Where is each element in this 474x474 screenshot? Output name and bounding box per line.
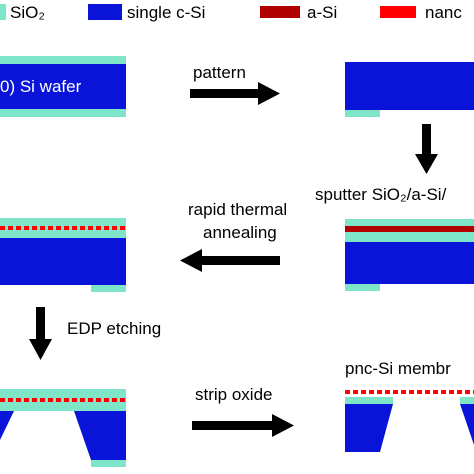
down-arrow-icon [29, 307, 52, 360]
arrow-pattern-group: pattern [190, 63, 280, 105]
sputter-label: sputter SiO₂/a-Si/ [315, 185, 447, 204]
rta-label-line2: annealing [203, 223, 277, 242]
edp-label: EDP etching [67, 319, 161, 338]
right-arrow-icon [190, 82, 280, 105]
step-annealed [0, 218, 126, 292]
annealed-bottom-oxide [91, 285, 126, 292]
left-arrow-icon [180, 249, 280, 272]
sputter-bottom-oxide [345, 284, 380, 291]
step-etched [0, 389, 126, 467]
legend-label-sio2: SiO₂ [10, 3, 45, 22]
membrane-oxide-below-right [460, 397, 474, 404]
annealed-silicon [0, 238, 126, 285]
membrane-right-support [460, 404, 474, 445]
wafer-label: 0) Si wafer [0, 77, 82, 96]
membrane-oxide-below-left [345, 397, 393, 404]
etched-right-support [74, 411, 126, 460]
legend-swatch-nano [380, 6, 416, 18]
legend-swatch-sio2 [0, 4, 6, 20]
sputter-top-oxide [345, 219, 474, 226]
sputter-a-si-layer [345, 226, 474, 232]
annealed-top-oxide [0, 218, 126, 238]
step-patterned [345, 62, 474, 117]
arrow-strip-group: strip oxide [192, 385, 294, 437]
step-sputtered [345, 219, 474, 291]
pattern-label: pattern [193, 63, 246, 82]
legend-label-single-c-si: single c-Si [127, 3, 205, 22]
arrow-rta-group: rapid thermal annealing [180, 200, 287, 272]
legend-label-nano: nanc [425, 3, 462, 22]
legend: SiO₂ single c-Si a-Si nanc [0, 3, 462, 22]
membrane-left-support [345, 404, 393, 452]
etched-left-support [0, 411, 14, 440]
strip-label: strip oxide [195, 385, 272, 404]
patterned-silicon [345, 62, 474, 110]
sputter-silicon [345, 242, 474, 284]
sputter-mid-oxide [345, 232, 474, 242]
legend-swatch-a-si [260, 6, 300, 18]
patterned-bottom-oxide [345, 110, 380, 117]
wafer-silicon [0, 64, 126, 109]
membrane-label: pnc-Si membr [345, 359, 451, 378]
wafer-bottom-oxide [0, 109, 126, 117]
down-arrow-icon [415, 124, 438, 174]
etched-bottom-oxide [91, 460, 126, 467]
rta-label-line1: rapid thermal [188, 200, 287, 219]
legend-swatch-single-c-si [88, 4, 122, 20]
wafer-top-oxide [0, 56, 126, 64]
legend-label-a-si: a-Si [307, 3, 337, 22]
etched-top-oxide [0, 389, 126, 411]
right-arrow-icon [192, 414, 294, 437]
step-membrane: pnc-Si membr [345, 359, 474, 452]
step-wafer: 0) Si wafer [0, 56, 126, 117]
